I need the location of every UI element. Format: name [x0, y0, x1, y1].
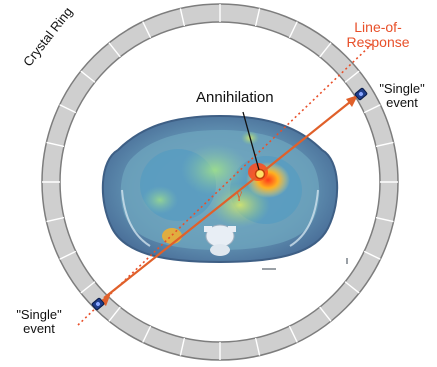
line-of-response-label: Line-of- Response	[338, 20, 418, 49]
line-of-response-label-line1: Line-of-	[338, 20, 418, 35]
single-event-left-label-line1: "Single"	[6, 308, 72, 322]
single-event-left-label-line2: event	[6, 322, 72, 336]
single-event-right-label: "Single" event	[372, 82, 432, 109]
single-event-right-label-line2: event	[372, 96, 432, 110]
single-event-left-label: "Single" event	[6, 308, 72, 335]
annihilation-point	[256, 170, 265, 179]
gamma-symbol: γ	[235, 187, 242, 202]
line-of-response-label-line2: Response	[338, 35, 418, 50]
annihilation-label: Annihilation	[196, 90, 274, 106]
single-event-right-label-line1: "Single"	[372, 82, 432, 96]
